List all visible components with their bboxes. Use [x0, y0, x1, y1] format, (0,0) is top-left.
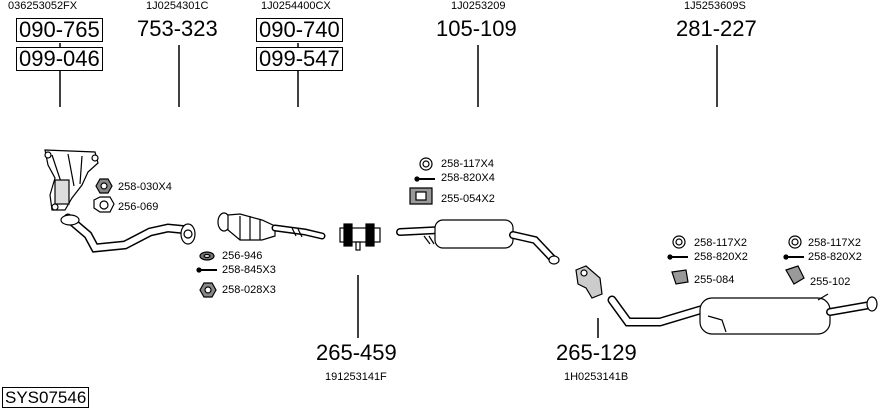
accessory-label[interactable]: 258-028X3: [222, 284, 276, 296]
part-number[interactable]: 281-227: [676, 16, 757, 41]
accessory-label[interactable]: 258-030X4: [118, 181, 172, 193]
part-number[interactable]: 265-459: [316, 340, 397, 365]
oem-number: 1J0254400CX: [261, 0, 331, 12]
part-number-box[interactable]: 090-765: [16, 18, 103, 42]
system-code: SYS07546: [2, 387, 90, 408]
accessory-label[interactable]: 255-084: [694, 274, 735, 286]
accessory-label[interactable]: 255-054X2: [441, 193, 495, 205]
oem-number: 1J0253209: [451, 0, 506, 12]
oem-number: 036253052FX: [8, 0, 78, 12]
oem-number: 1J0254301C: [146, 0, 209, 12]
catalytic-converter-icon: [217, 212, 326, 241]
pipe-clamp-icon: [339, 223, 381, 251]
mounting-bracket-icon: [575, 265, 603, 299]
rear-silencer-icon: [607, 293, 878, 335]
accessory-label[interactable]: 256-069: [118, 201, 159, 213]
front-pipe-icon: [60, 213, 196, 253]
hanger-icon: [671, 269, 689, 285]
oem-number: 1H0253141B: [564, 371, 629, 383]
accessory-label[interactable]: 258-117X2: [694, 237, 748, 249]
accessory-label[interactable]: 258-117X2: [808, 237, 862, 249]
oem-number: 1J5253609S: [684, 0, 746, 12]
exhaust-manifold-icon: [44, 149, 99, 211]
accessory-label[interactable]: 258-820X2: [808, 251, 862, 263]
part-number[interactable]: 105-109: [436, 16, 517, 41]
hanger-icon-2: [785, 265, 805, 285]
accessory-label[interactable]: 258-820X4: [441, 172, 495, 184]
part-number-box[interactable]: 099-046: [16, 47, 103, 71]
accessory-label[interactable]: 258-117X4: [441, 158, 495, 170]
part-number-box[interactable]: 090-740: [256, 18, 343, 42]
part-number[interactable]: 753-323: [137, 16, 218, 41]
accessory-label[interactable]: 258-845X3: [222, 264, 276, 276]
part-number-box[interactable]: 099-547: [256, 47, 343, 71]
part-number[interactable]: 265-129: [556, 340, 637, 365]
accessory-label[interactable]: 258-820X2: [694, 251, 748, 263]
accessory-label[interactable]: 255-102: [810, 276, 851, 288]
oem-number: 191253141F: [325, 371, 387, 383]
middle-silencer-icon: [396, 219, 560, 265]
accessory-label[interactable]: 256-946: [222, 250, 263, 262]
